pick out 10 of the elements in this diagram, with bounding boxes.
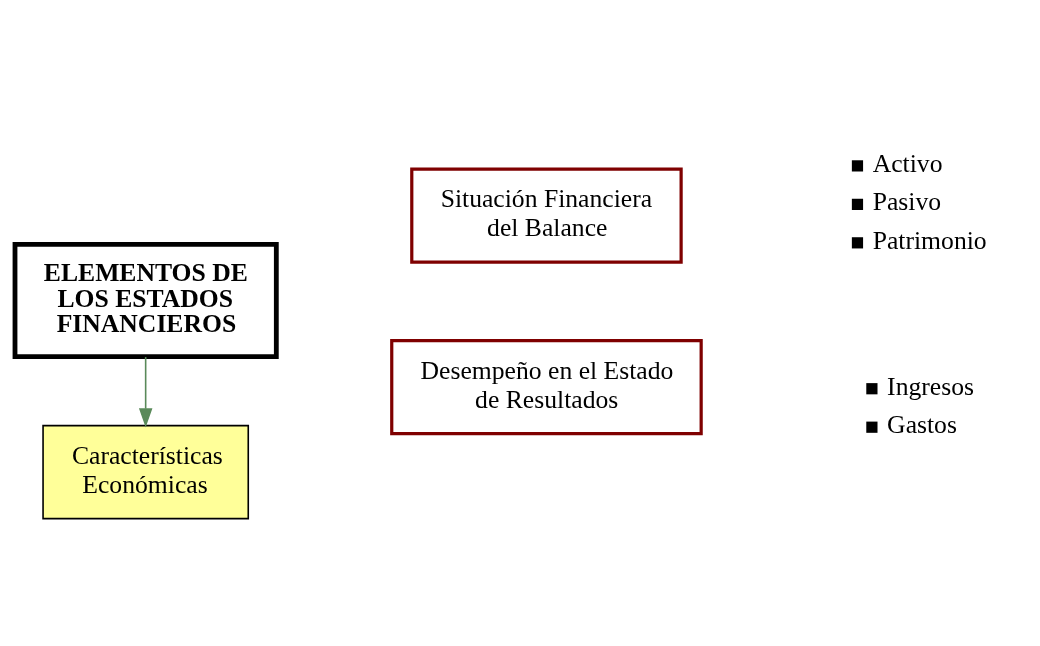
node-label: Gastos <box>887 410 957 440</box>
node-label: Activo <box>872 148 943 178</box>
node-box: Características Económicas <box>42 424 250 520</box>
node-label: Patrimonio <box>872 225 987 255</box>
arrow <box>138 356 153 428</box>
node-label: Ingresos <box>887 371 975 401</box>
node-box: ELEMENTOS DE LOS ESTADOS FINANCIEROS <box>12 242 279 360</box>
node-box: Situación Financiera del Balance <box>410 167 683 264</box>
node-label: Pasivo <box>872 187 942 217</box>
node-box: Desempeño en el Estado de Resultados <box>390 339 703 436</box>
